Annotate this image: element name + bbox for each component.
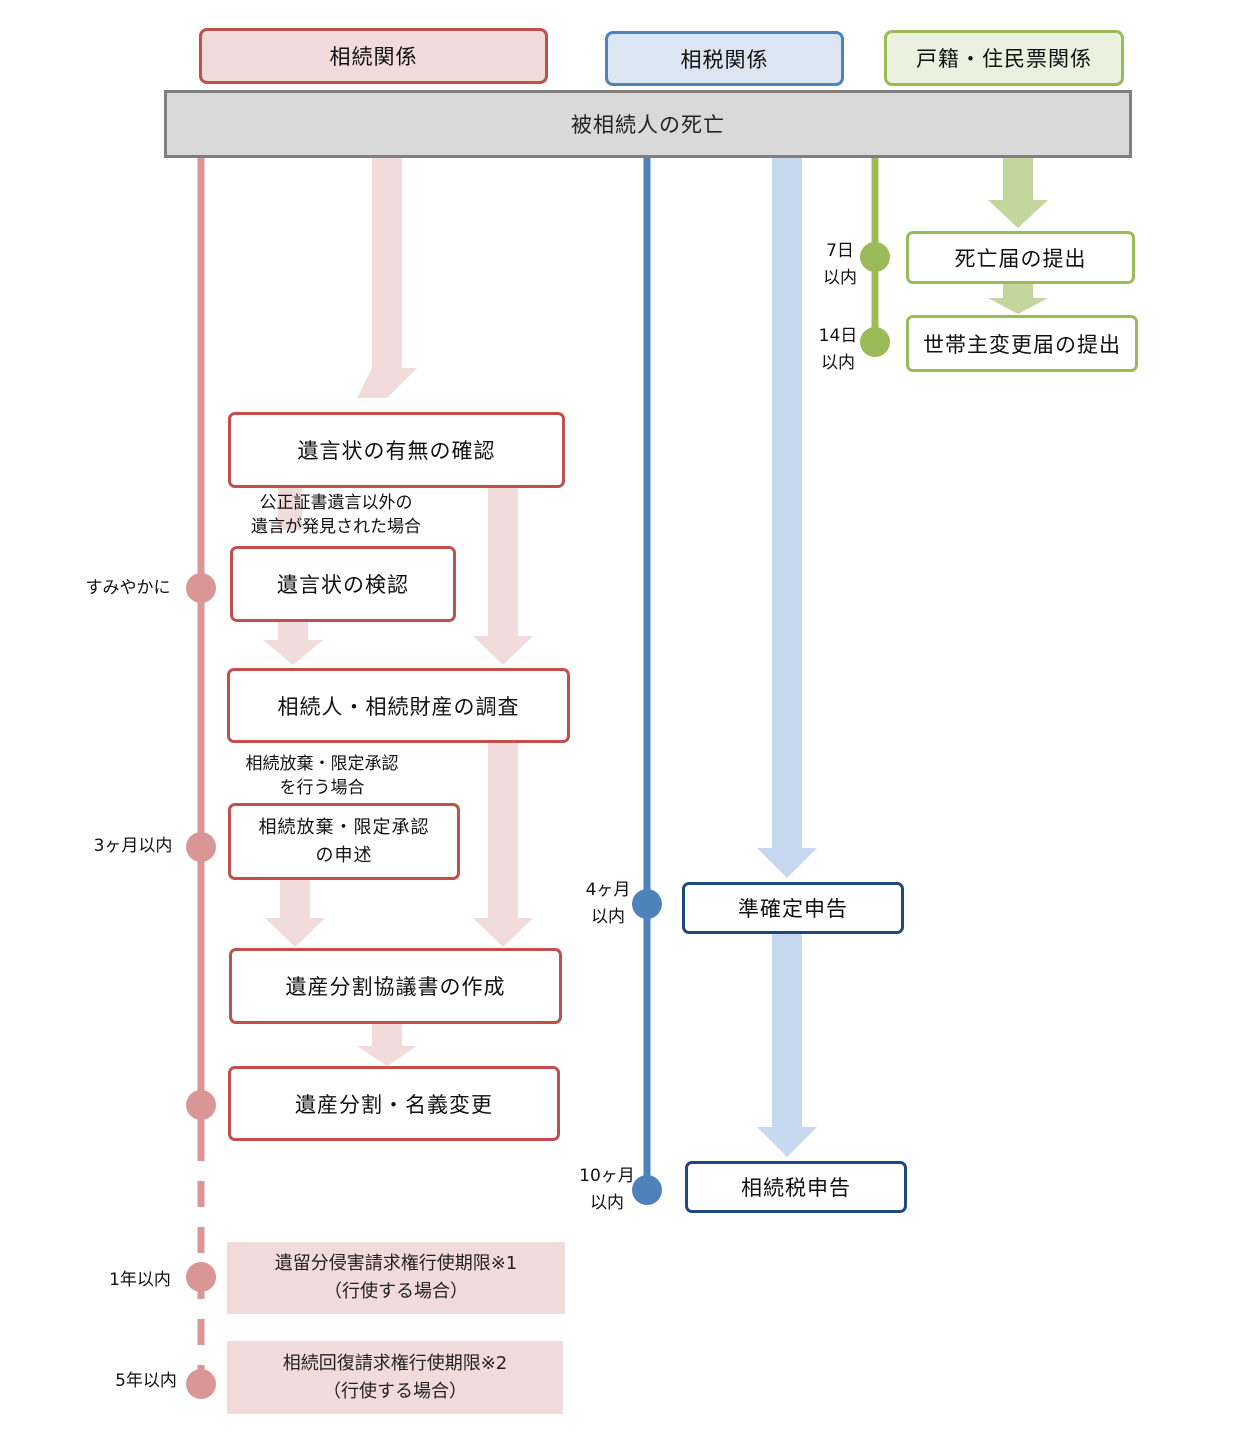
division-agreement-box: 遺産分割協議書の作成 [229, 948, 562, 1024]
header-inheritance: 相続関係 [199, 28, 548, 84]
will-note-line-2: 遺言が発見された場合 [251, 517, 421, 537]
reserve-line-2: （行使する場合） [324, 1281, 468, 1302]
renounce-box-line-2: の申述 [315, 844, 373, 866]
death-notice-label: 死亡届の提出 [954, 246, 1087, 271]
inh-timing-line-1: 10ヶ月 [579, 1166, 635, 1186]
arrow-to-death-notice [988, 158, 1048, 228]
probate-timing: すみやかに [85, 578, 171, 598]
renounce-note: 相続放棄・限定承認 を行う場合 [232, 752, 412, 800]
hh-timing-line-2: 以内 [821, 353, 855, 373]
heir-survey-label: 相続人・相続財産の調査 [277, 694, 520, 719]
top-event-label: 被相続人の死亡 [571, 113, 725, 137]
renounce-note-line-2: を行う場合 [279, 778, 365, 798]
recovery-line-2: （行使する場合） [323, 1380, 467, 1402]
will-probate-label: 遺言状の検認 [277, 573, 409, 597]
quasi-return-label: 準確定申告 [738, 897, 848, 921]
arrow-to-householder [988, 283, 1048, 314]
quasi-return-box: 準確定申告 [682, 882, 904, 934]
renounce-box-line-1: 相続放棄・限定承認 [258, 816, 430, 838]
will-note-line-1: 公正証書遺言以外の [259, 493, 413, 513]
arrow-probate-to-survey [263, 622, 323, 665]
header-tax: 相税関係 [605, 31, 844, 86]
will-probate-box: 遺言状の検認 [230, 546, 456, 622]
arrow-survey-to-division [473, 743, 533, 947]
milestone-probate [186, 573, 216, 603]
recovery-timing: 5年以内 [115, 1371, 177, 1391]
inh-timing: 10ヶ月 以内 [574, 1163, 640, 1217]
reserve-deadline-box: 遺留分侵害請求権行使期限※1 （行使する場合） [227, 1242, 565, 1314]
arrow-will-to-survey [473, 488, 533, 665]
milestone-inh-tax [632, 1175, 662, 1205]
milestone-householder [860, 327, 890, 357]
hh-timing-line-1: 14日 [818, 326, 858, 346]
milestone-recovery [186, 1369, 216, 1399]
heir-survey-box: 相続人・相続財産の調査 [227, 668, 570, 743]
reserve-line-1: 遺留分侵害請求権行使期限※1 [274, 1253, 518, 1274]
arrow-renounce-to-division [265, 880, 325, 947]
householder-change-box: 世帯主変更届の提出 [906, 315, 1138, 372]
header-inheritance-label: 相続関係 [329, 45, 418, 69]
quasi-timing-line-2: 以内 [591, 907, 625, 927]
header-tax-label: 相税関係 [680, 47, 769, 72]
renounce-timing: 3ヶ月以内 [93, 836, 173, 856]
division-agreement-label: 遺産分割協議書の作成 [285, 975, 506, 999]
arrow-will-to-probate [278, 488, 302, 530]
householder-change-label: 世帯主変更届の提出 [923, 332, 1121, 357]
inh-timing-line-2: 以内 [590, 1193, 624, 1213]
hh-timing: 14日 以内 [810, 323, 866, 377]
quasi-timing-line-1: 4ヶ月 [585, 880, 631, 900]
header-registry: 戸籍・住民票関係 [884, 30, 1124, 86]
death-timing-line-1: 7日 [826, 241, 854, 261]
recovery-line-1: 相続回復請求権行使期限※2 [282, 1352, 508, 1374]
death-timing: 7日 以内 [812, 238, 868, 292]
division-transfer-box: 遺産分割・名義変更 [228, 1066, 560, 1141]
top-event-bar: 被相続人の死亡 [164, 90, 1132, 158]
will-note: 公正証書遺言以外の 遺言が発見された場合 [236, 491, 436, 539]
header-registry-label: 戸籍・住民票関係 [916, 47, 1092, 71]
renounce-box: 相続放棄・限定承認 の申述 [228, 803, 460, 880]
milestone-death-notice [860, 242, 890, 272]
arrow-to-inheritance-return [757, 933, 817, 1157]
milestone-quasi [632, 889, 662, 919]
quasi-timing: 4ヶ月 以内 [578, 877, 638, 931]
renounce-note-line-1: 相続放棄・限定承認 [245, 754, 399, 774]
division-transfer-label: 遺産分割・名義変更 [295, 1092, 493, 1117]
milestone-reserve [186, 1262, 216, 1292]
milestone-transfer [186, 1090, 216, 1120]
will-check-label: 遺言状の有無の確認 [297, 439, 496, 463]
inheritance-return-label: 相続税申告 [741, 1176, 851, 1200]
reserve-timing: 1年以内 [109, 1270, 171, 1290]
recovery-deadline-box: 相続回復請求権行使期限※2 （行使する場合） [227, 1341, 563, 1414]
arrow-division-to-transfer [357, 1024, 417, 1066]
will-check-box: 遺言状の有無の確認 [228, 412, 565, 488]
arrow-to-will-check [357, 158, 417, 398]
inheritance-return-box: 相続税申告 [685, 1161, 907, 1213]
milestone-renounce [186, 832, 216, 862]
arrow-to-quasi-return [757, 158, 817, 878]
death-notice-box: 死亡届の提出 [906, 231, 1135, 284]
death-timing-line-2: 以内 [823, 268, 857, 288]
